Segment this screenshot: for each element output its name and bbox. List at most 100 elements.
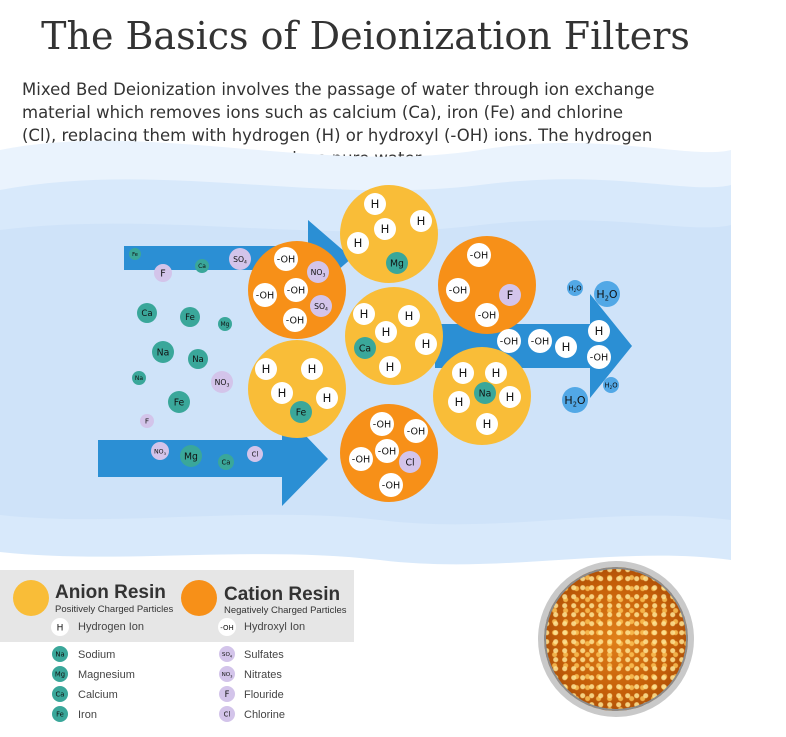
ion-circle xyxy=(52,666,68,682)
ion-ca: Ca xyxy=(218,454,234,470)
legend-label-flouride: Flouride xyxy=(244,689,284,701)
ion-oh: -OH xyxy=(446,278,470,302)
ion-circle xyxy=(354,337,376,359)
ion-circle xyxy=(475,303,499,327)
water-subscript: 2 xyxy=(610,385,613,390)
ion-label: H xyxy=(506,390,515,404)
hydroxyl-legend-glyph-text: -OH xyxy=(220,624,234,632)
ion-circle xyxy=(284,278,308,302)
ion-label: Fe xyxy=(185,313,195,323)
ion-circle xyxy=(476,413,498,435)
ion-mg: Mg xyxy=(52,666,68,682)
ion-h: H xyxy=(398,305,420,327)
legend-label-magnesium: Magnesium xyxy=(78,669,135,681)
ion-label: Na xyxy=(157,347,170,358)
water-label: H2O xyxy=(604,381,617,390)
ion-fe: Fe xyxy=(180,307,200,327)
ion-h: H xyxy=(301,358,323,380)
ion-label: -OH xyxy=(378,446,397,457)
ion-label: H xyxy=(595,324,604,338)
ion-no3: NO3 xyxy=(219,666,235,682)
ion-h: H xyxy=(255,358,277,380)
ion-label: NO3 xyxy=(222,672,233,678)
ion-so4: SO4 xyxy=(310,295,332,317)
ion-circle xyxy=(52,706,68,722)
ion-oh: -OH xyxy=(404,419,428,443)
ion-na: Na xyxy=(132,371,146,385)
ion-circle xyxy=(253,283,277,307)
legend-label-sodium: Sodium xyxy=(78,649,115,661)
ion-ca: Ca xyxy=(195,259,209,273)
ion-circle xyxy=(467,243,491,267)
ion-label: H xyxy=(417,214,426,228)
ion-f: F xyxy=(219,686,235,702)
ion-label: SO4 xyxy=(222,652,232,658)
ion-label: Ca xyxy=(359,343,371,354)
ion-label: Na xyxy=(192,355,204,365)
ion-no3: NO3 xyxy=(307,261,329,283)
water-circle xyxy=(603,377,619,393)
ion-label: SO4 xyxy=(233,255,247,266)
ion-circle xyxy=(415,333,437,355)
ion-label: F xyxy=(145,417,149,426)
water-subscript: 2 xyxy=(574,288,577,293)
water-circle xyxy=(594,281,620,307)
ion-fe: Fe xyxy=(168,391,190,413)
ion-fe: Fe xyxy=(290,401,312,423)
ion-h: H xyxy=(415,333,437,355)
ion-label: H xyxy=(381,222,390,236)
ion-label: SO4 xyxy=(314,302,328,313)
ion-circle xyxy=(152,341,174,363)
ion-label: H xyxy=(562,340,571,354)
ion-oh: -OH xyxy=(349,447,373,471)
ion-label: Na xyxy=(135,375,143,382)
resin-beads-photo xyxy=(538,561,694,717)
ion-label: H xyxy=(371,197,380,211)
ion-h: H xyxy=(452,362,474,384)
legend-swatches: H -OH xyxy=(13,580,236,636)
ion-oh: -OH xyxy=(587,345,611,369)
ion-label: Ca xyxy=(56,690,65,698)
anion-swatch xyxy=(13,580,49,616)
ion-label: -OH xyxy=(531,336,550,347)
ion-oh: -OH xyxy=(284,278,308,302)
ion-label: H xyxy=(278,386,287,400)
ion-circle xyxy=(375,321,397,343)
hydroxyl-legend-glyph xyxy=(218,618,236,636)
ion-h: H xyxy=(353,303,375,325)
ion-circle xyxy=(52,646,68,662)
ion-label: H xyxy=(262,362,271,376)
ion-na: Na xyxy=(474,382,496,404)
arrow-bottom xyxy=(98,411,328,506)
ion-oh: -OH xyxy=(528,329,552,353)
ion-oh: -OH xyxy=(253,283,277,307)
ion-circle xyxy=(353,303,375,325)
ion-f: F xyxy=(140,414,154,428)
ion-circle xyxy=(555,336,577,358)
ion-label: -OH xyxy=(478,310,497,321)
ion-circle xyxy=(364,193,386,215)
ion-circle xyxy=(588,320,610,342)
water-molecule: H2O xyxy=(562,387,588,413)
ion-circle xyxy=(404,419,428,443)
cation-resin-title: Cation Resin xyxy=(224,584,341,605)
ion-circle xyxy=(229,248,251,270)
ion-so4: SO4 xyxy=(229,248,251,270)
ion-circle xyxy=(370,412,394,436)
ion-circle xyxy=(271,382,293,404)
ion-oh: -OH xyxy=(475,303,499,327)
ion-circle xyxy=(211,371,233,393)
ion-circle xyxy=(188,349,208,369)
ion-circle xyxy=(375,439,399,463)
resin-circle xyxy=(438,236,536,334)
ion-circle xyxy=(349,447,373,471)
ion-h: H xyxy=(379,356,401,378)
cation-swatch xyxy=(181,580,217,616)
ion-fe: Fe xyxy=(129,248,141,260)
ion-circle xyxy=(587,345,611,369)
